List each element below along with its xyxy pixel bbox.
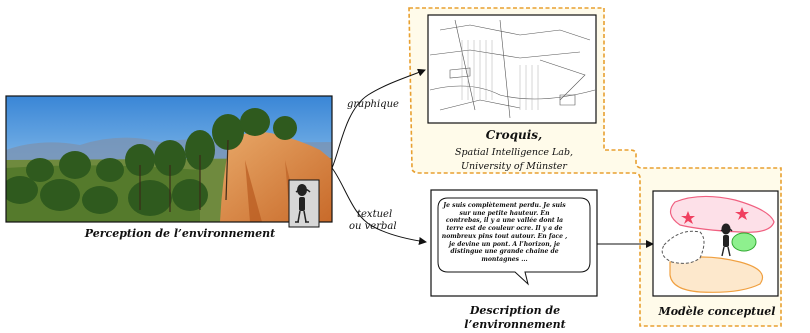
croquis-credit-line2: University of Münster <box>461 161 567 172</box>
description-title-line2: l’environnement <box>464 318 566 331</box>
croquis-title: Croquis, <box>485 128 543 142</box>
graphique-label: graphique <box>347 99 399 110</box>
modele-conceptuel <box>652 190 779 297</box>
croquis-credit-line1: Spatial Intelligence Lab, <box>454 147 574 158</box>
textuel-label: textuel <box>357 209 393 220</box>
landscape-photo <box>6 96 332 222</box>
description-box <box>430 189 598 297</box>
modele-label: Modèle conceptuel <box>658 305 776 318</box>
person-figure-photo <box>288 179 320 228</box>
ou-verbal-label: ou verbal <box>349 221 397 232</box>
photo-border <box>5 95 333 223</box>
arrow-textuel <box>331 167 427 245</box>
description-title-line1: Description de <box>469 304 561 317</box>
croquis-sketch <box>427 14 597 124</box>
arrow-graphique <box>331 68 426 169</box>
perception-label: Perception de l’environnement <box>84 227 276 240</box>
description-speech-text: Je suis complètement perdu. Je suis sur … <box>441 202 568 263</box>
